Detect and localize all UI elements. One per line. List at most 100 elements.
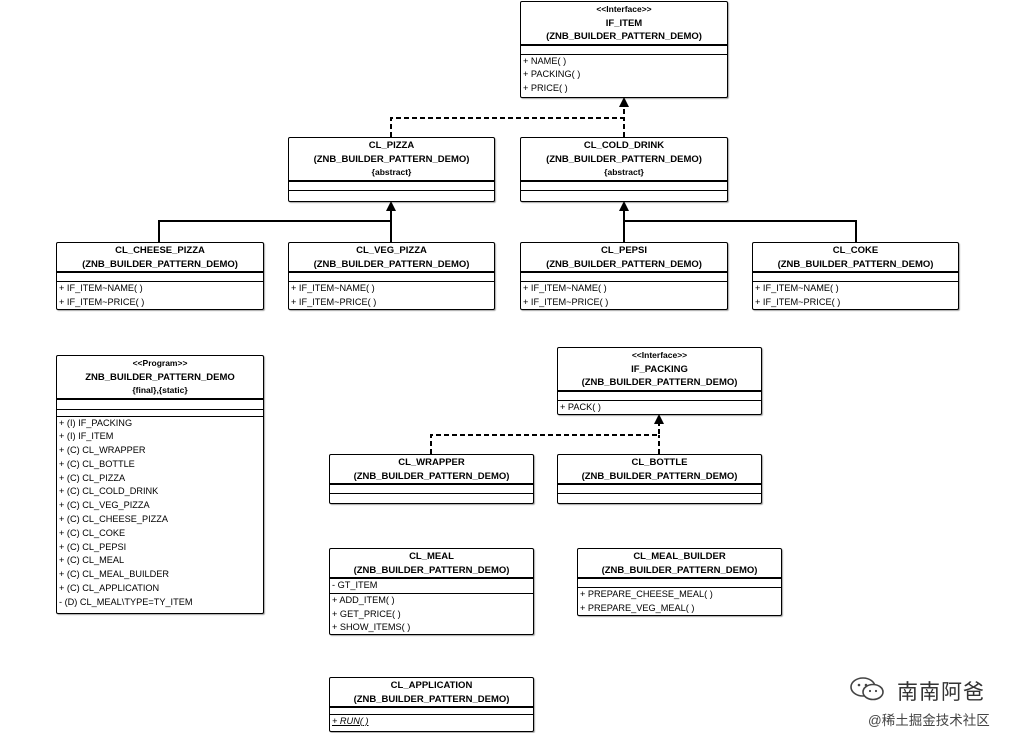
method-item: + IF_ITEM~NAME( ) <box>59 283 143 293</box>
method-item: + IF_ITEM~PRICE( ) <box>59 296 145 307</box>
realization-line-wrapper <box>430 418 660 454</box>
package-name: (ZNB_BUILDER_PATTERN_DEMO) <box>777 258 934 270</box>
attributes-section <box>521 271 727 281</box>
methods-section <box>558 493 761 502</box>
attributes-section <box>753 271 958 281</box>
method-item: + GET_PRICE( ) <box>332 608 401 619</box>
class-name: CL_COLD_DRINK <box>583 140 665 151</box>
methods-section <box>330 493 533 502</box>
methods-section: + IF_ITEM~NAME( ) + IF_ITEM~PRICE( ) <box>753 281 958 310</box>
methods-section: + (I) IF_PACKING + (I) IF_ITEM + (C) CL_… <box>57 415 263 610</box>
method-item: + PREPARE_CHEESE_MEAL( ) <box>580 589 713 599</box>
stereotype-label: <<Interface>> <box>596 4 652 14</box>
methods-section <box>289 189 494 199</box>
cl-veg-pizza-class[interactable]: CL_VEG_PIZZA (ZNB_BUILDER_PATTERN_DEMO) … <box>288 242 495 310</box>
cl-pepsi-class[interactable]: CL_PEPSI (ZNB_BUILDER_PATTERN_DEMO) + IF… <box>520 242 728 310</box>
class-name: CL_COKE <box>832 245 879 256</box>
cl-application-class[interactable]: CL_APPLICATION (ZNB_BUILDER_PATTERN_DEMO… <box>329 677 534 732</box>
attributes-section <box>57 271 263 281</box>
package-name: (ZNB_BUILDER_PATTERN_DEMO) <box>353 564 510 576</box>
package-name: (ZNB_BUILDER_PATTERN_DEMO) <box>601 564 758 576</box>
methods-section: + PREPARE_CHEESE_MEAL( ) + PREPARE_VEG_M… <box>578 587 781 616</box>
attributes-section <box>330 706 533 714</box>
class-name: ZNB_BUILDER_PATTERN_DEMO <box>85 371 235 383</box>
member-item: + (I) IF_PACKING <box>59 417 133 428</box>
watermark-author: 南南阿爸 <box>897 681 985 704</box>
method-item: + SHOW_ITEMS( ) <box>332 622 411 633</box>
methods-section <box>521 189 727 199</box>
package-name: (ZNB_BUILDER_PATTERN_DEMO) <box>546 258 702 270</box>
method-item: + RUN( ) <box>332 716 369 726</box>
method-item: + NAME( ) <box>523 55 567 66</box>
method-item: + PRICE( ) <box>523 83 568 94</box>
method-item: + IF_ITEM~PRICE( ) <box>755 296 841 307</box>
cl-bottle-class[interactable]: CL_BOTTLE (ZNB_BUILDER_PATTERN_DEMO) <box>557 454 762 504</box>
methods-section: + ADD_ITEM( ) + GET_PRICE( ) + SHOW_ITEM… <box>330 592 533 635</box>
package-name: (ZNB_BUILDER_PATTERN_DEMO) <box>82 258 238 270</box>
attributes-section <box>558 483 761 493</box>
arrowhead-if-item <box>619 97 629 107</box>
class-name: CL_VEG_PIZZA <box>356 245 427 256</box>
inheritance-line-coke <box>623 205 857 242</box>
stereotype-label: <<Program>> <box>132 358 188 368</box>
methods-section: + PACK( ) <box>558 399 761 415</box>
if-packing-class[interactable]: <<Interface>> IF_PACKING (ZNB_BUILDER_PA… <box>557 347 762 415</box>
cl-pizza-class[interactable]: CL_PIZZA (ZNB_BUILDER_PATTERN_DEMO) {abs… <box>288 137 495 202</box>
arrowhead-cl-cold-drink <box>619 201 629 211</box>
package-name: (ZNB_BUILDER_PATTERN_DEMO) <box>581 470 738 482</box>
methods-section: + IF_ITEM~NAME( ) + IF_ITEM~PRICE( ) <box>521 281 727 310</box>
program-class[interactable]: <<Program>> ZNB_BUILDER_PATTERN_DEMO {fi… <box>56 355 264 614</box>
method-item: + ADD_ITEM( ) <box>332 594 395 605</box>
arrowhead-if-packing <box>654 414 664 424</box>
class-name: CL_MEAL <box>409 551 454 562</box>
member-item: + (C) CL_MEAL <box>59 555 125 566</box>
realization-line-pizza <box>390 100 625 137</box>
package-name: (ZNB_BUILDER_PATTERN_DEMO) <box>546 31 702 42</box>
method-item: + IF_ITEM~PRICE( ) <box>523 296 609 307</box>
package-name: (ZNB_BUILDER_PATTERN_DEMO) <box>581 377 738 388</box>
member-item: + (C) CL_VEG_PIZZA <box>59 500 150 511</box>
package-name: (ZNB_BUILDER_PATTERN_DEMO) <box>546 153 702 165</box>
class-name: CL_APPLICATION <box>390 680 473 691</box>
member-item: + (C) CL_WRAPPER <box>59 445 146 456</box>
attributes-section <box>289 271 494 281</box>
if-item-class[interactable]: <<Interface>> IF_ITEM (ZNB_BUILDER_PATTE… <box>520 1 728 98</box>
cl-meal-builder-class[interactable]: CL_MEAL_BUILDER (ZNB_BUILDER_PATTERN_DEM… <box>577 548 782 616</box>
attributes-section <box>578 577 781 587</box>
package-name: (ZNB_BUILDER_PATTERN_DEMO) <box>353 470 510 482</box>
attribute-item: - GT_ITEM <box>332 580 378 590</box>
member-item: - (D) CL_MEAL\TYPE=TY_ITEM <box>59 596 193 607</box>
package-name: (ZNB_BUILDER_PATTERN_DEMO) <box>313 153 470 165</box>
cl-wrapper-class[interactable]: CL_WRAPPER (ZNB_BUILDER_PATTERN_DEMO) <box>329 454 534 504</box>
class-name: CL_CHEESE_PIZZA <box>115 245 205 256</box>
method-item: + IF_ITEM~NAME( ) <box>523 283 607 293</box>
attributes-section <box>521 179 727 190</box>
methods-section: + NAME( ) + PACKING( ) + PRICE( ) <box>521 53 727 96</box>
class-name: CL_PIZZA <box>368 140 415 151</box>
arrowhead-cl-pizza <box>386 201 396 211</box>
method-item: + PREPARE_VEG_MEAL( ) <box>580 602 695 613</box>
cl-coke-class[interactable]: CL_COKE (ZNB_BUILDER_PATTERN_DEMO) + IF_… <box>752 242 959 310</box>
cl-cheese-pizza-class[interactable]: CL_CHEESE_PIZZA (ZNB_BUILDER_PATTERN_DEM… <box>56 242 264 310</box>
class-name: CL_PEPSI <box>601 245 647 256</box>
class-name: CL_WRAPPER <box>398 457 465 468</box>
methods-section: + RUN( ) <box>330 714 533 729</box>
methods-section: + IF_ITEM~NAME( ) + IF_ITEM~PRICE( ) <box>289 281 494 310</box>
events-section <box>57 408 263 416</box>
attributes-section <box>289 179 494 190</box>
cl-cold-drink-class[interactable]: CL_COLD_DRINK (ZNB_BUILDER_PATTERN_DEMO)… <box>520 137 728 202</box>
class-name: IF_ITEM <box>605 17 643 29</box>
attributes-section <box>57 397 263 409</box>
method-item: + IF_ITEM~NAME( ) <box>291 283 375 293</box>
modifier-label: {abstract} <box>371 167 412 177</box>
attributes-section <box>330 483 533 493</box>
member-item: + (C) CL_PIZZA <box>59 472 126 483</box>
method-item: + IF_ITEM~NAME( ) <box>755 283 839 293</box>
watermark-site: @稀土掘金技术社区 <box>868 713 990 728</box>
member-item: + (C) CL_BOTTLE <box>59 458 135 469</box>
cl-meal-class[interactable]: CL_MEAL (ZNB_BUILDER_PATTERN_DEMO) - GT_… <box>329 548 534 635</box>
wechat-logo-icon <box>850 677 884 701</box>
member-item: + (C) CL_COLD_DRINK <box>59 486 159 497</box>
attributes-section <box>521 43 727 54</box>
